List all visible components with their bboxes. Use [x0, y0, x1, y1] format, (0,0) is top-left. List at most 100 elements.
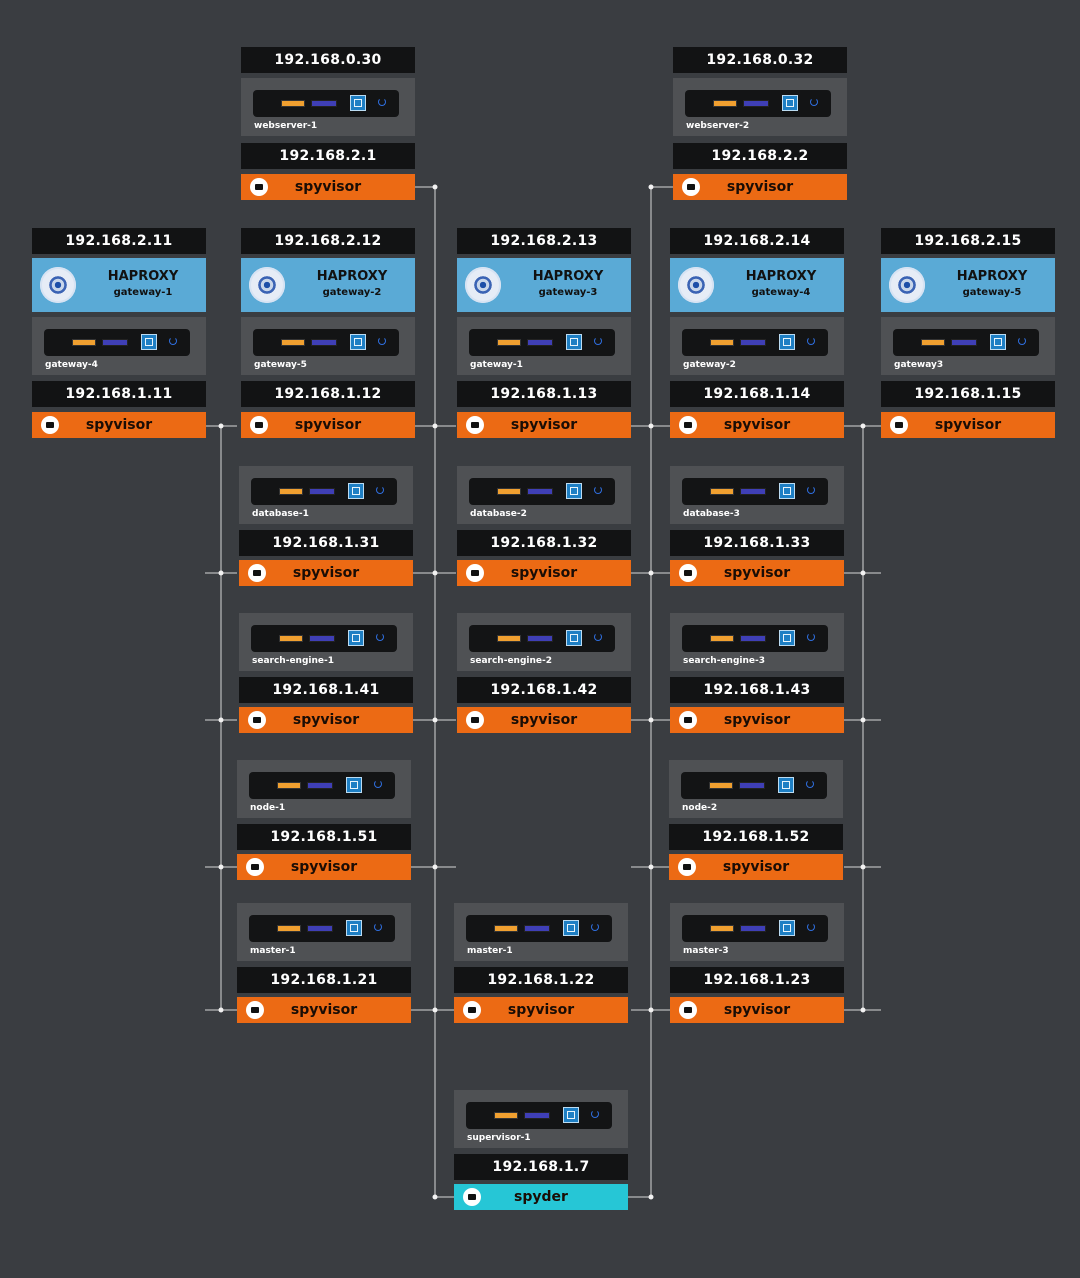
- power-icon[interactable]: [594, 633, 602, 641]
- usb-port-icon: [72, 339, 96, 346]
- usb-port-icon: [709, 782, 733, 789]
- wire-junction: [432, 184, 438, 190]
- device-name: database-2: [470, 509, 527, 519]
- agent-label: spyvisor: [510, 565, 578, 581]
- spyder-agent-bar[interactable]: spyder: [454, 1184, 628, 1210]
- power-icon[interactable]: [594, 486, 602, 494]
- spyvisor-agent-bar[interactable]: spyvisor: [669, 854, 843, 880]
- wire-junction: [218, 423, 224, 429]
- server-device[interactable]: node-1: [237, 760, 411, 818]
- power-icon[interactable]: [169, 337, 177, 345]
- device-front-panel: [251, 478, 397, 505]
- power-icon[interactable]: [810, 98, 818, 106]
- ip-address-bar: 192.168.1.31: [239, 530, 413, 556]
- spyvisor-agent-bar[interactable]: spyvisor: [241, 412, 415, 438]
- wire-junction: [432, 864, 438, 870]
- power-icon[interactable]: [594, 337, 602, 345]
- power-icon[interactable]: [807, 923, 815, 931]
- spyvisor-agent-bar[interactable]: spyvisor: [454, 997, 628, 1023]
- spyvisor-agent-bar[interactable]: spyvisor: [457, 560, 631, 586]
- haproxy-gateway-label: gateway-5: [962, 287, 1022, 298]
- power-icon[interactable]: [1018, 337, 1026, 345]
- ethernet-port-icon: [248, 711, 266, 729]
- server-device[interactable]: gateway-2: [670, 317, 844, 375]
- power-icon[interactable]: [806, 780, 814, 788]
- wire-junction: [432, 1007, 438, 1013]
- agent-label: spyvisor: [723, 417, 791, 433]
- power-icon[interactable]: [376, 486, 384, 494]
- spyvisor-agent-bar[interactable]: spyvisor: [239, 560, 413, 586]
- server-device[interactable]: master-1: [237, 903, 411, 961]
- device-front-panel: [466, 1102, 612, 1129]
- power-icon[interactable]: [591, 923, 599, 931]
- usb-port-icon: [497, 488, 521, 495]
- server-device[interactable]: master-3: [670, 903, 844, 961]
- ip-address-bar: 192.168.1.14: [670, 381, 844, 407]
- spyvisor-agent-bar[interactable]: spyvisor: [32, 412, 206, 438]
- wire-junction: [648, 717, 654, 723]
- ethernet-port-icon: [463, 1188, 481, 1206]
- ip-address-bar: 192.168.0.32: [673, 47, 847, 73]
- spyvisor-agent-bar[interactable]: spyvisor: [881, 412, 1055, 438]
- wire-junction: [218, 570, 224, 576]
- server-device[interactable]: search-engine-2: [457, 613, 631, 671]
- server-device[interactable]: gateway-1: [457, 317, 631, 375]
- power-icon[interactable]: [378, 337, 386, 345]
- intel-chip-icon: [346, 777, 362, 793]
- power-icon[interactable]: [374, 923, 382, 931]
- spyvisor-agent-bar[interactable]: spyvisor: [457, 707, 631, 733]
- wire-junction: [218, 1007, 224, 1013]
- intel-chip-icon: [563, 1107, 579, 1123]
- power-icon[interactable]: [807, 633, 815, 641]
- wire-junction: [648, 184, 654, 190]
- server-device[interactable]: webserver-1: [241, 78, 415, 136]
- server-device[interactable]: webserver-2: [673, 78, 847, 136]
- spyvisor-agent-bar[interactable]: spyvisor: [673, 174, 847, 200]
- intel-chip-icon: [779, 334, 795, 350]
- spyvisor-agent-bar[interactable]: spyvisor: [239, 707, 413, 733]
- intel-chip-icon: [563, 920, 579, 936]
- server-device[interactable]: database-3: [670, 466, 844, 524]
- usb-port-icon: [279, 488, 303, 495]
- haproxy-logo-icon: [889, 267, 925, 303]
- server-device[interactable]: supervisor-1: [454, 1090, 628, 1148]
- server-device[interactable]: master-1: [454, 903, 628, 961]
- power-icon[interactable]: [374, 780, 382, 788]
- device-name: node-1: [250, 803, 286, 813]
- intel-chip-icon: [566, 483, 582, 499]
- device-front-panel: [469, 478, 615, 505]
- server-device[interactable]: gateway-5: [241, 317, 415, 375]
- power-icon[interactable]: [378, 98, 386, 106]
- spyvisor-agent-bar[interactable]: spyvisor: [670, 412, 844, 438]
- server-device[interactable]: node-2: [669, 760, 843, 818]
- spyvisor-agent-bar[interactable]: spyvisor: [237, 854, 411, 880]
- spyvisor-agent-bar[interactable]: spyvisor: [670, 707, 844, 733]
- power-icon[interactable]: [376, 633, 384, 641]
- server-device[interactable]: search-engine-1: [239, 613, 413, 671]
- usb-port-icon: [713, 100, 737, 107]
- device-name: gateway-2: [683, 360, 736, 370]
- power-icon[interactable]: [591, 1110, 599, 1118]
- intel-chip-icon: [350, 334, 366, 350]
- server-device[interactable]: database-2: [457, 466, 631, 524]
- server-device[interactable]: database-1: [239, 466, 413, 524]
- server-device[interactable]: search-engine-3: [670, 613, 844, 671]
- spyvisor-agent-bar[interactable]: spyvisor: [457, 412, 631, 438]
- spyvisor-agent-bar[interactable]: spyvisor: [670, 997, 844, 1023]
- device-front-panel: [682, 625, 828, 652]
- haproxy-gateway-label: gateway-2: [322, 287, 382, 298]
- spyvisor-agent-bar[interactable]: spyvisor: [670, 560, 844, 586]
- ethernet-port-icon: [679, 1001, 697, 1019]
- intel-chip-icon: [779, 630, 795, 646]
- power-icon[interactable]: [807, 337, 815, 345]
- power-icon[interactable]: [807, 486, 815, 494]
- server-device[interactable]: gateway-4: [32, 317, 206, 375]
- server-device[interactable]: gateway3: [881, 317, 1055, 375]
- spyvisor-agent-bar[interactable]: spyvisor: [241, 174, 415, 200]
- spyvisor-agent-bar[interactable]: spyvisor: [237, 997, 411, 1023]
